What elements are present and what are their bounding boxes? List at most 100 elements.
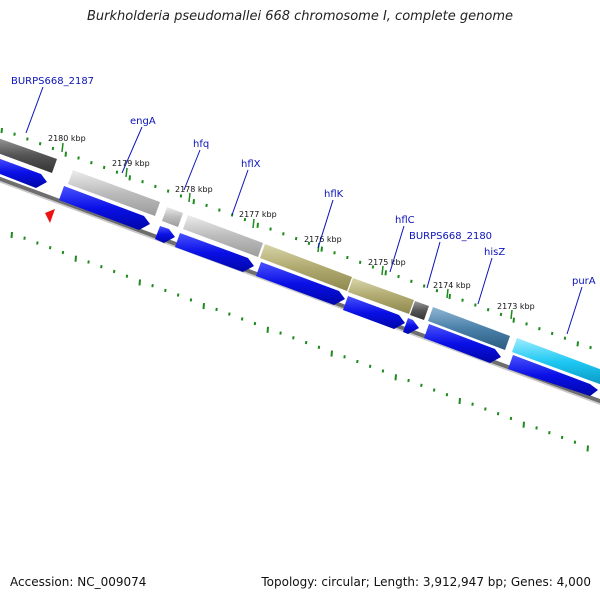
cds-arrow-burps668-2187[interactable] [0, 157, 47, 188]
tick-mark [484, 407, 487, 411]
cds-arrow-burps668-2180[interactable] [403, 318, 419, 334]
kbp-label-group: 2180 kbp 2179 kbp 2178 kbp 2177 kbp 2176… [48, 134, 535, 320]
tick-mark [13, 132, 16, 136]
tick-mark [294, 236, 298, 241]
tick-mark [333, 251, 336, 255]
tick-mark [512, 317, 515, 323]
tick-mark [435, 289, 439, 293]
tick-mark [292, 336, 295, 340]
kbp-label: 2174 kbp [433, 281, 471, 290]
tick-mark [23, 236, 26, 240]
tick-mark [307, 241, 311, 245]
kbp-label: 2177 kbp [239, 210, 277, 219]
accession-label: Accession: NC_009074 [10, 575, 147, 589]
tick-mark [474, 303, 477, 307]
tick-mark [420, 383, 423, 387]
tick-mark [256, 222, 259, 228]
tick-mark [586, 445, 589, 452]
gene-label-burps668-2180[interactable]: BURPS668_2180 [409, 231, 492, 242]
tick-mark [560, 435, 564, 440]
tick-mark [538, 327, 541, 331]
tick-mark [346, 255, 349, 260]
gene-bar-hflx[interactable] [183, 215, 263, 257]
tick-mark [589, 345, 592, 350]
tick-mark [410, 279, 413, 283]
tick-mark [61, 250, 65, 255]
tick-mark [458, 397, 461, 405]
tick-mark [0, 127, 3, 134]
gene-bar-enga[interactable] [68, 170, 160, 216]
gene-label-hflc[interactable]: hflC [395, 215, 415, 226]
tick-mark [422, 284, 426, 288]
gene-bar-pura[interactable] [512, 338, 600, 386]
gene-bar-burps668-2187[interactable] [0, 137, 57, 173]
tick-mark [102, 165, 106, 170]
gene-label-pura[interactable]: purA [572, 276, 596, 287]
tick-mark [368, 364, 372, 368]
kbp-label: 2179 kbp [112, 159, 150, 168]
tick-mark [51, 146, 55, 151]
tick-mark [525, 322, 528, 326]
tick-mark [304, 340, 308, 345]
kbp-label: 2178 kbp [175, 185, 213, 194]
cds-arrow-hflk[interactable] [256, 262, 345, 305]
genome-summary-label: Topology: circular; Length: 3,912,947 bp… [261, 575, 591, 589]
tick-mark [240, 317, 244, 321]
tick-mark [151, 284, 154, 288]
tick-mark [48, 246, 52, 250]
gene-label-hflk[interactable]: hflK [324, 189, 344, 200]
cds-arrow-pura[interactable] [508, 355, 598, 396]
cds-arrow-hfq[interactable] [155, 226, 175, 243]
gene-label-hisz[interactable]: hisZ [484, 247, 505, 258]
gene-label-hflx[interactable]: hflX [241, 159, 261, 170]
tick-mark [486, 308, 490, 312]
tick-mark [112, 269, 116, 274]
gene-bar-hfq[interactable] [162, 207, 183, 227]
feature-track-upper [0, 137, 600, 386]
tick-mark [381, 369, 385, 373]
tick-mark [243, 217, 247, 222]
tick-mark [269, 227, 272, 231]
cds-arrow-hisz[interactable] [424, 324, 501, 363]
tick-mark [218, 208, 221, 212]
gene-bar-hflk[interactable] [260, 244, 352, 291]
kbp-label: 2180 kbp [48, 134, 86, 143]
tick-mark [550, 331, 554, 336]
cds-arrow-enga[interactable] [59, 186, 150, 230]
tick-mark [64, 151, 67, 157]
cds-arrow-hflx[interactable] [175, 233, 254, 272]
tick-mark [202, 303, 205, 310]
gene-bar-hflc[interactable] [348, 278, 414, 314]
tick-mark [535, 426, 538, 430]
tick-mark [573, 440, 577, 444]
tick-mark [358, 260, 362, 264]
tick-mark [179, 194, 183, 198]
tick-mark [228, 312, 231, 316]
gene-bar-hisz[interactable] [428, 307, 510, 350]
tick-mark [356, 359, 359, 364]
tick-mark [407, 378, 410, 383]
inner-tick-track [10, 231, 589, 452]
tick-mark [548, 431, 551, 435]
tick-mark [371, 265, 375, 269]
tick-mark [496, 412, 500, 416]
gene-bar-burps668-2180[interactable] [410, 301, 429, 320]
gene-label-hfq[interactable]: hfq [193, 139, 209, 150]
tick-mark [176, 293, 180, 297]
tick-mark [141, 180, 144, 184]
tick-mark [394, 374, 397, 381]
gene-label-burps668-2187[interactable]: BURPS668_2187 [11, 76, 94, 87]
tick-mark [253, 321, 257, 326]
tick-mark [164, 288, 167, 293]
position-marker-icon[interactable] [45, 209, 55, 223]
tick-mark [87, 260, 90, 264]
tick-mark [320, 246, 323, 252]
cds-track [0, 157, 598, 396]
cds-arrow-hflc[interactable] [343, 296, 405, 329]
tick-mark [192, 199, 195, 205]
tick-mark [282, 232, 285, 236]
tick-mark [499, 312, 503, 317]
tick-mark [10, 231, 13, 239]
tick-mark [100, 265, 103, 269]
gene-label-enga[interactable]: engA [130, 116, 156, 127]
